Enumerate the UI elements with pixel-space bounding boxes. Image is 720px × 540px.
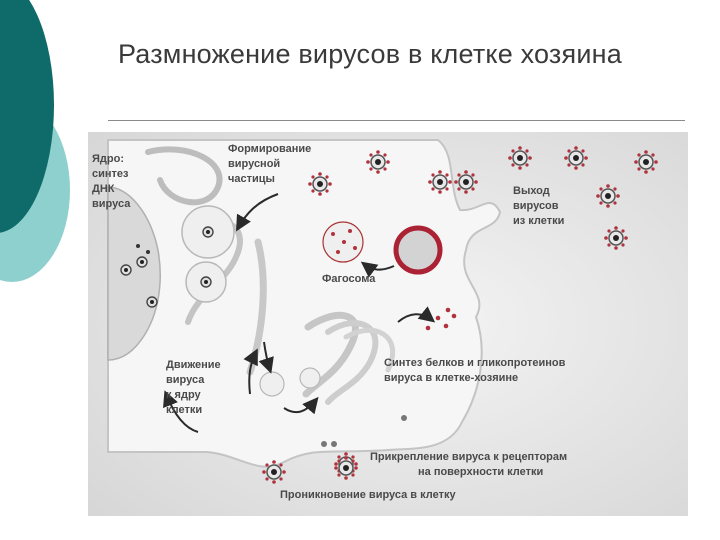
er-fold <box>145 146 223 206</box>
er-fold <box>343 327 396 373</box>
arrow-er <box>283 396 319 415</box>
nucleus <box>107 186 161 361</box>
label-formation: Формирование вирусной частицы <box>228 143 314 185</box>
arrow-penetration <box>163 390 199 433</box>
label-exit: Выход вирусов из клетки <box>513 185 564 227</box>
slide-title: Размножение вирусов в клетке хозяина <box>118 39 622 69</box>
arrow-synthesis <box>397 306 436 323</box>
vesicle <box>299 367 321 389</box>
label-attachment: Прикрепление вируса к рецепторам на пове… <box>370 451 570 478</box>
label-penetration: Проникновение вируса в клетку <box>280 489 456 501</box>
label-movement: Движение вируса к ядру клетки <box>166 359 224 416</box>
arrow-formation <box>236 193 279 232</box>
dna-dot <box>146 250 150 254</box>
arrow-phagosome <box>360 261 395 278</box>
receptor <box>401 415 407 421</box>
virus-replication-figure: Ядро: синтез ДНК вируса Формирование вир… <box>88 132 688 516</box>
dna-dot <box>136 244 140 248</box>
title-divider <box>108 120 685 121</box>
arrow-up-to-nucleus <box>243 348 258 395</box>
er-fold <box>302 311 359 398</box>
decor-dark-circle <box>0 0 54 233</box>
virus-diagram: Ядро: синтез ДНК вируса Формирование вир… <box>88 132 688 516</box>
er-fold <box>325 320 379 405</box>
slide-decoration <box>0 0 70 282</box>
receptor <box>331 441 337 447</box>
membrane-cup <box>393 225 443 275</box>
label-synthesis: Синтез белков и гликопротеинов вируса в … <box>384 357 568 384</box>
vesicle <box>259 371 285 397</box>
label-phagosome: Фагосома <box>322 273 376 285</box>
arrow-down <box>258 341 274 374</box>
receptor <box>321 441 327 447</box>
label-nucleus: Ядро: синтез ДНК вируса <box>92 153 132 210</box>
